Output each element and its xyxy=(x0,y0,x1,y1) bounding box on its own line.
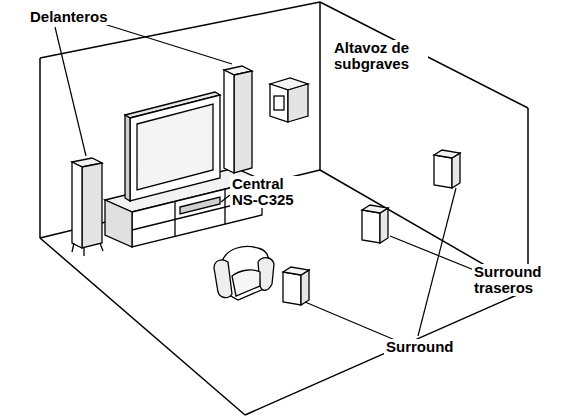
subwoofer xyxy=(270,78,308,122)
leader-lines xyxy=(55,24,474,340)
speaker-label: Central NS-C325 xyxy=(230,176,308,208)
room-outline xyxy=(40,2,528,415)
label-box: Surround xyxy=(384,338,484,356)
armchair xyxy=(214,247,274,300)
label-box: Delanteros xyxy=(28,8,138,26)
rear-surround-speaker xyxy=(362,205,388,243)
surround-speaker xyxy=(434,150,460,188)
front-right-speaker xyxy=(224,66,252,173)
speaker-label: Delanteros xyxy=(28,9,110,25)
label-box: Central NS-C325 xyxy=(230,176,308,209)
speaker-label: Altavoz de subgraves xyxy=(332,40,428,72)
label-box: Altavoz de subgraves xyxy=(332,40,428,73)
speaker-label: Surround xyxy=(384,339,456,355)
center-speaker xyxy=(180,197,220,214)
television xyxy=(125,92,220,201)
label-box: Surround traseros xyxy=(472,264,556,297)
speaker-label: Surround traseros xyxy=(472,264,556,296)
front-left-speaker xyxy=(72,158,103,256)
surround-speaker xyxy=(283,267,309,305)
